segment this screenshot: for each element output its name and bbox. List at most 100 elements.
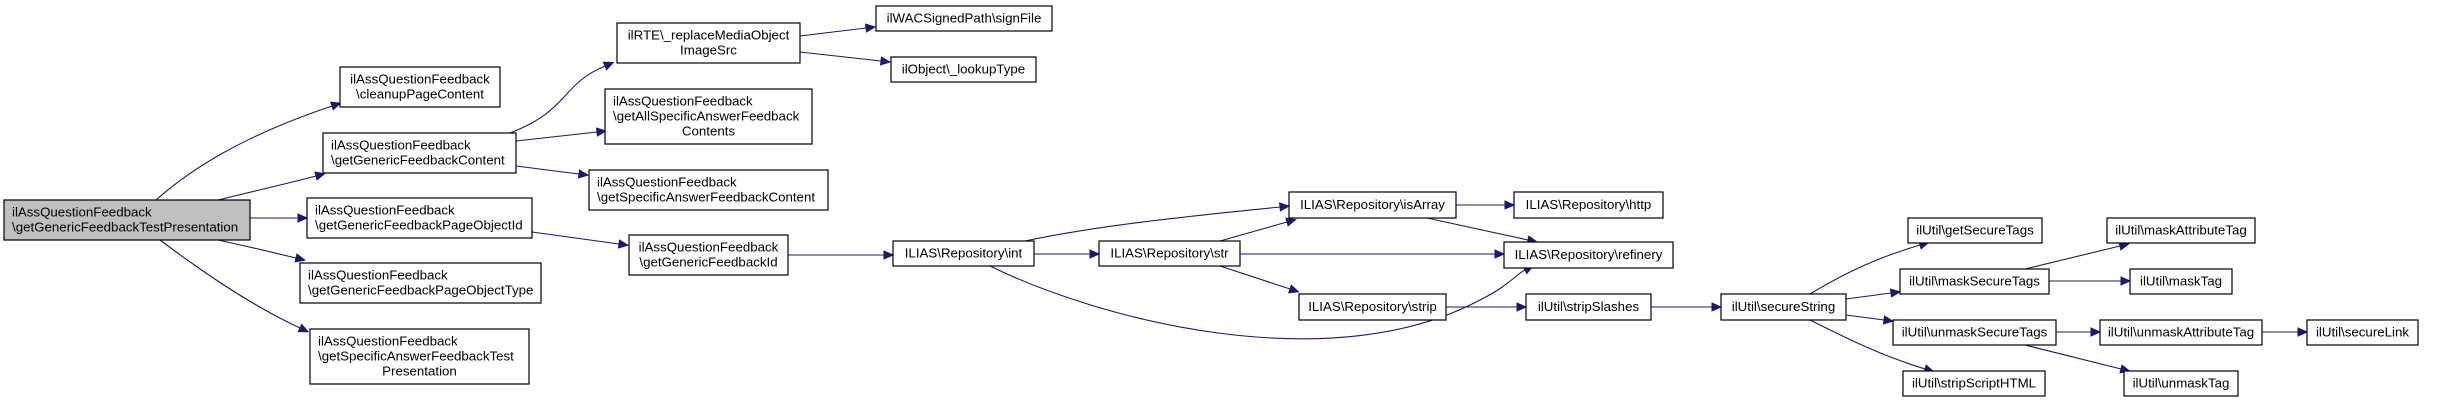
- node-box[interactable]: [2123, 370, 2239, 397]
- node-box[interactable]: [1902, 370, 2046, 397]
- node-label: ilUtil\secureLink: [2316, 325, 2409, 340]
- node-repo-http[interactable]: ILIAS\Repository\http: [1513, 191, 1664, 219]
- node-mask-secure-tags[interactable]: ilUtil\maskSecureTags: [1899, 268, 2050, 295]
- node-box[interactable]: [339, 66, 501, 108]
- arrowhead-icon: [864, 23, 877, 33]
- node-secure-string[interactable]: ilUtil\secureString: [1720, 293, 1847, 321]
- node-box[interactable]: [1298, 293, 1447, 321]
- node-repo-str[interactable]: ILIAS\Repository\str: [1098, 240, 1241, 267]
- node-box[interactable]: [628, 234, 789, 276]
- arrowhead-icon: [1089, 249, 1101, 259]
- node-box[interactable]: [1907, 217, 2043, 244]
- arrowhead-icon: [617, 239, 630, 249]
- node-label: \cleanupPageContent: [356, 87, 484, 102]
- node-label: ilAssQuestionFeedback: [331, 138, 471, 153]
- node-get-generic-feedback-page-object-type[interactable]: ilAssQuestionFeedback\getGenericFeedback…: [299, 262, 542, 304]
- edge-line: [159, 239, 301, 329]
- node-label: ilUtil\stripSlashes: [1538, 299, 1640, 314]
- node-box[interactable]: [1892, 319, 2057, 346]
- node-box[interactable]: [588, 169, 829, 211]
- node-label: \getGenericFeedbackContent: [331, 153, 505, 168]
- edge-root-to-get-specific-answer-feedback-test-presentation: [159, 239, 310, 333]
- arrowhead-icon: [297, 213, 309, 223]
- node-label: ilUtil\maskTag: [2140, 274, 2222, 289]
- edge-get-generic-feedback-id-to-repo-int: [788, 250, 895, 260]
- node-box[interactable]: [322, 132, 517, 174]
- node-repo-int[interactable]: ILIAS\Repository\int: [892, 240, 1035, 267]
- edge-repo-str-to-repo-strip: [1219, 265, 1300, 294]
- node-mask-attribute-tag[interactable]: ilUtil\maskAttributeTag: [2106, 217, 2256, 244]
- edge-line: [531, 231, 620, 245]
- node-box[interactable]: [1525, 293, 1652, 321]
- node-root[interactable]: ilAssQuestionFeedback\getGenericFeedback…: [3, 199, 251, 241]
- node-box[interactable]: [2106, 217, 2256, 244]
- arrowhead-icon: [294, 253, 306, 263]
- node-strip-slashes[interactable]: ilUtil\stripSlashes: [1525, 293, 1652, 321]
- node-label: ilAssQuestionFeedback: [639, 240, 779, 255]
- node-get-generic-feedback-page-object-id[interactable]: ilAssQuestionFeedback\getGenericFeedback…: [306, 197, 533, 239]
- node-label: ilWACSignedPath\signFile: [887, 11, 1042, 26]
- edge-root-to-get-generic-feedback-page-object-type: [217, 239, 306, 263]
- node-box[interactable]: [299, 262, 542, 304]
- node-box[interactable]: [1098, 240, 1241, 267]
- edge-repo-is-array-to-repo-refinery: [1426, 217, 1538, 245]
- node-repo-strip[interactable]: ILIAS\Repository\strip: [1298, 293, 1447, 321]
- node-mask-tag[interactable]: ilUtil\maskTag: [2129, 268, 2233, 295]
- node-unmask-attribute-tag[interactable]: ilUtil\unmaskAttributeTag: [2099, 319, 2263, 346]
- node-label: \getGenericFeedbackId: [639, 255, 777, 270]
- node-repo-refinery[interactable]: ILIAS\Repository\refinery: [1503, 241, 1674, 269]
- node-get-generic-feedback-content[interactable]: ilAssQuestionFeedback\getGenericFeedback…: [322, 132, 517, 174]
- node-box[interactable]: [2129, 268, 2233, 295]
- edge-line: [989, 265, 1526, 340]
- arrowhead-icon: [1288, 284, 1300, 294]
- node-label: ilUtil\maskAttributeTag: [2115, 223, 2247, 238]
- edge-line: [217, 239, 297, 259]
- node-box[interactable]: [2306, 319, 2419, 346]
- node-box[interactable]: [309, 328, 530, 385]
- edge-line: [515, 131, 598, 142]
- arrowhead-icon: [879, 56, 892, 66]
- node-lookup-type[interactable]: ilObject\_lookupType: [890, 56, 1037, 83]
- node-box[interactable]: [306, 197, 533, 239]
- node-box[interactable]: [890, 56, 1037, 83]
- node-label: ilAssQuestionFeedback: [308, 268, 448, 283]
- node-get-all-specific-answer-feedback-contents[interactable]: ilAssQuestionFeedback\getAllSpecificAnsw…: [604, 88, 813, 145]
- edge-secure-string-to-unmask-secure-tags: [1845, 314, 1895, 325]
- node-box[interactable]: [1899, 268, 2050, 295]
- arrowhead-icon: [297, 323, 310, 333]
- edge-line: [1845, 314, 1885, 321]
- node-get-specific-answer-feedback-content[interactable]: ilAssQuestionFeedback\getSpecificAnswerF…: [588, 169, 829, 211]
- node-secure-link[interactable]: ilUtil\secureLink: [2306, 319, 2419, 346]
- node-get-secure-tags[interactable]: ilUtil\getSecureTags: [1907, 217, 2043, 244]
- node-box[interactable]: [616, 22, 801, 64]
- edge-get-generic-feedback-content-to-replace-media-object-image-src: [509, 61, 615, 134]
- node-box[interactable]: [875, 5, 1053, 32]
- edge-repo-strip-to-strip-slashes: [1446, 302, 1528, 312]
- node-get-generic-feedback-id[interactable]: ilAssQuestionFeedback\getGenericFeedback…: [628, 234, 789, 276]
- node-box[interactable]: [1288, 191, 1457, 219]
- node-box[interactable]: [892, 240, 1035, 267]
- node-get-specific-answer-feedback-test-presentation[interactable]: ilAssQuestionFeedback\getSpecificAnswerF…: [309, 328, 530, 385]
- node-label: Contents: [682, 124, 736, 139]
- node-box[interactable]: [1503, 241, 1674, 269]
- node-unmask-tag[interactable]: ilUtil\unmaskTag: [2123, 370, 2239, 397]
- node-box[interactable]: [1513, 191, 1664, 219]
- node-strip-script-html[interactable]: ilUtil\stripScriptHTML: [1902, 370, 2046, 397]
- node-label: ilAssQuestionFeedback: [12, 205, 152, 220]
- arrowhead-icon: [577, 169, 590, 179]
- node-unmask-secure-tags[interactable]: ilUtil\unmaskSecureTags: [1892, 319, 2057, 346]
- node-cleanup-page-content[interactable]: ilAssQuestionFeedback\cleanupPageContent: [339, 66, 501, 108]
- node-label: ilUtil\maskSecureTags: [1909, 274, 2040, 289]
- edge-line: [1426, 217, 1529, 241]
- node-label: ilAssQuestionFeedback: [613, 94, 753, 109]
- node-box[interactable]: [2099, 319, 2263, 346]
- edge-repo-int-to-repo-refinery: [989, 265, 1535, 340]
- node-box[interactable]: [604, 88, 813, 145]
- edges-layer: [155, 23, 2309, 374]
- node-repo-is-array[interactable]: ILIAS\Repository\isArray: [1288, 191, 1457, 219]
- edge-line: [1024, 206, 1281, 242]
- node-sign-file[interactable]: ilWACSignedPath\signFile: [875, 5, 1053, 32]
- node-box[interactable]: [1720, 293, 1847, 321]
- node-box[interactable]: [3, 199, 251, 241]
